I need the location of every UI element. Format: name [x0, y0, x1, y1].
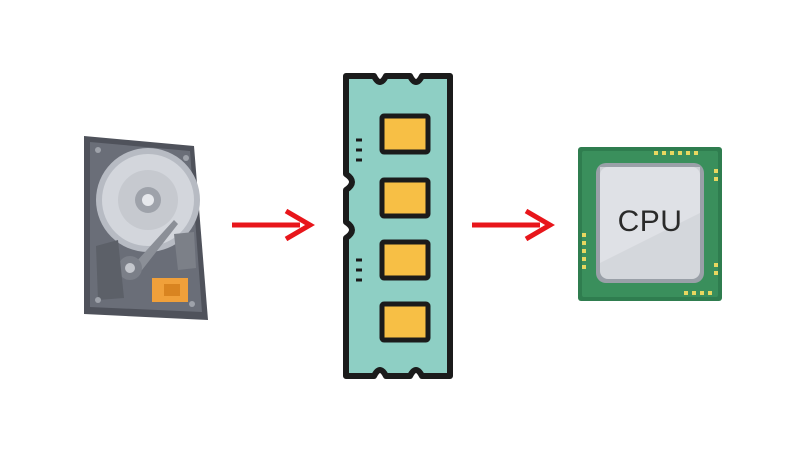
ram-module-icon: [340, 70, 456, 382]
cpu-chip-icon: CPU: [574, 143, 726, 305]
arrow-ram-to-cpu: [470, 207, 560, 243]
cpu-label: CPU: [617, 205, 683, 238]
arrow-hdd-to-ram: [230, 207, 320, 243]
hard-drive-icon: [78, 128, 214, 324]
